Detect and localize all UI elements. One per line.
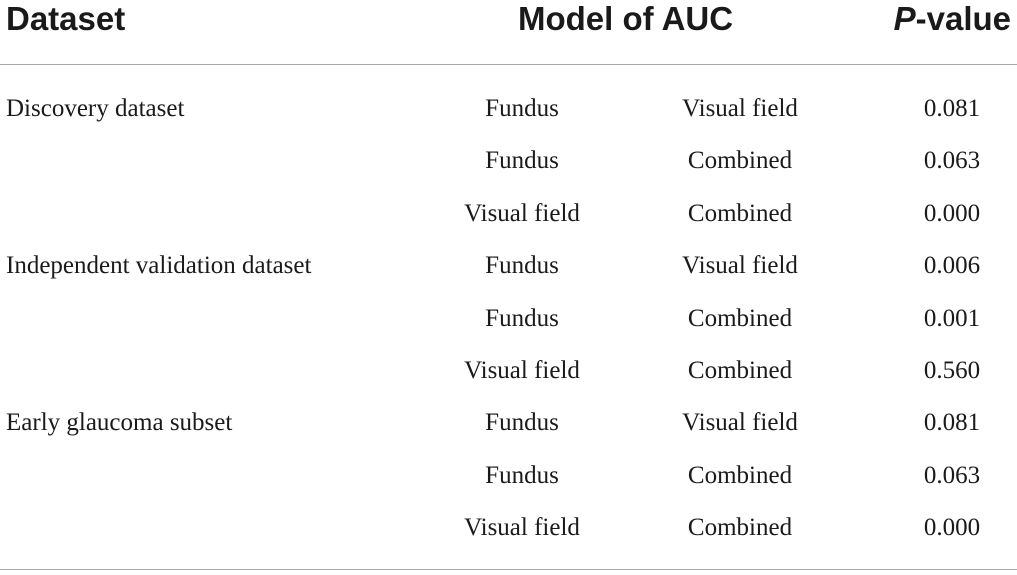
- cell-model-a: Fundus: [485, 95, 559, 122]
- cell-dataset: Discovery dataset: [6, 95, 185, 122]
- cell-model-b: Combined: [687, 200, 793, 227]
- cell-model-a: Fundus: [485, 147, 559, 174]
- cell-model-b: Combined: [687, 357, 793, 384]
- bottom-rule: [0, 569, 1017, 570]
- header-model-of-auc: Model of AUC: [518, 0, 734, 37]
- header-p-italic: P: [893, 0, 916, 37]
- cell-model-a: Fundus: [485, 409, 559, 436]
- cell-model-b: Combined: [687, 147, 793, 174]
- cell-model-b: Visual field: [682, 409, 798, 436]
- cell-model-b: Visual field: [682, 252, 798, 279]
- cell-model-a: Visual field: [464, 357, 580, 384]
- cell-p-value: 0.063: [923, 147, 981, 174]
- cell-model-a: Fundus: [485, 305, 559, 332]
- cell-model-a: Visual field: [464, 200, 580, 227]
- cell-model-b: Combined: [687, 462, 793, 489]
- header-dataset: Dataset: [6, 0, 126, 37]
- cell-p-value: 0.081: [923, 409, 981, 436]
- cell-model-a: Fundus: [485, 252, 559, 279]
- table-row: Fundus Combined 0.063: [0, 456, 1017, 496]
- cell-p-value: 0.001: [923, 305, 981, 332]
- table-row: Fundus Combined 0.001: [0, 299, 1017, 339]
- cell-model-b: Combined: [687, 305, 793, 332]
- header-p-value: P-value: [894, 0, 1011, 38]
- table-row: Visual field Combined 0.560: [0, 351, 1017, 391]
- table-row: Discovery dataset Fundus Visual field 0.…: [0, 89, 1017, 129]
- top-rule: [0, 64, 1017, 65]
- table-header-row: Dataset Model of AUC P-value: [0, 0, 1017, 40]
- cell-p-value: 0.000: [923, 514, 981, 541]
- header-p-suffix: -value: [915, 0, 1011, 37]
- cell-model-b: Combined: [687, 514, 793, 541]
- cell-p-value: 0.000: [923, 200, 981, 227]
- cell-model-b: Visual field: [682, 95, 798, 122]
- table-row: Fundus Combined 0.063: [0, 141, 1017, 181]
- cell-dataset: Independent validation dataset: [6, 252, 312, 279]
- cell-model-a: Fundus: [485, 462, 559, 489]
- table-row: Visual field Combined 0.000: [0, 194, 1017, 234]
- table-row: Independent validation dataset Fundus Vi…: [0, 246, 1017, 286]
- cell-p-value: 0.006: [923, 252, 981, 279]
- table-row: Early glaucoma subset Fundus Visual fiel…: [0, 403, 1017, 443]
- cell-p-value: 0.081: [923, 95, 981, 122]
- cell-dataset: Early glaucoma subset: [6, 409, 233, 436]
- cell-model-a: Visual field: [464, 514, 580, 541]
- cell-p-value: 0.063: [923, 462, 981, 489]
- table-row: Visual field Combined 0.000: [0, 508, 1017, 548]
- cell-p-value: 0.560: [923, 357, 981, 384]
